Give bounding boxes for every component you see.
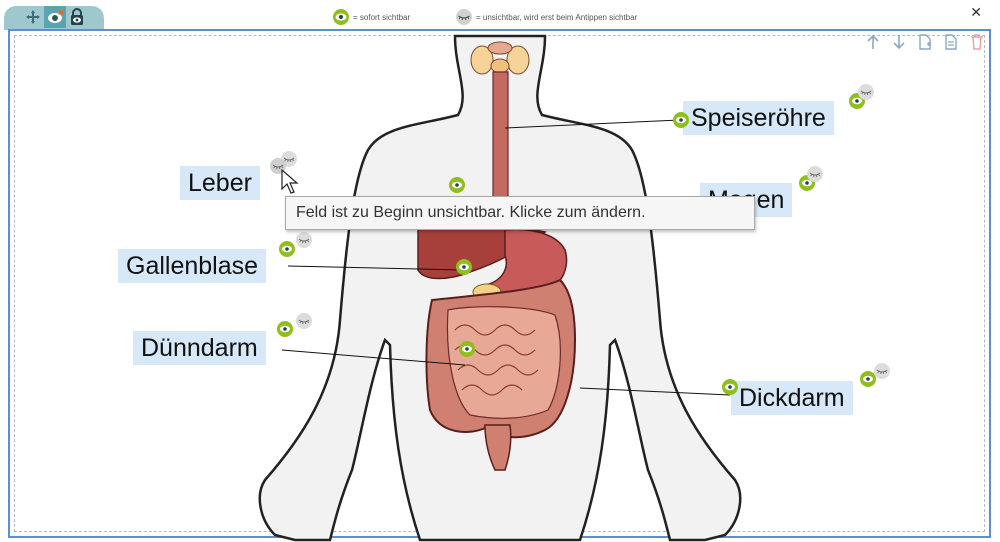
visible-toggle-icon[interactable] xyxy=(279,241,295,257)
tooltip: Feld ist zu Beginn unsichtbar. Klicke zu… xyxy=(285,196,755,230)
leader-lines xyxy=(281,119,731,396)
visible-toggle-icon[interactable] xyxy=(722,379,738,395)
delete-button[interactable] xyxy=(968,33,986,51)
trash-icon xyxy=(971,34,983,50)
hidden-toggle-icon[interactable] xyxy=(296,313,312,329)
label-gallenblase[interactable]: Gallenblase xyxy=(118,249,267,283)
top-bar: = sofort sichtbar = unsichtbar, wird ers… xyxy=(0,0,1000,30)
lock-button[interactable] xyxy=(66,6,88,28)
mode-tab-group xyxy=(4,6,104,30)
hidden-eye-icon xyxy=(456,9,472,25)
label-dickdarm[interactable]: Dickdarm xyxy=(731,381,853,415)
arrow-up-icon xyxy=(867,34,879,49)
move-up-button[interactable] xyxy=(864,33,882,51)
small-intestine-shape xyxy=(446,306,561,419)
duplicate-button[interactable] xyxy=(942,33,960,51)
label-leber[interactable]: Leber xyxy=(180,166,260,200)
edit-tools xyxy=(864,33,986,51)
legend-visible-text: = sofort sichtbar xyxy=(353,12,411,22)
visible-toggle-icon[interactable] xyxy=(449,177,465,193)
eye-icon xyxy=(48,10,64,23)
hidden-toggle-icon[interactable] xyxy=(807,166,823,182)
duplicate-icon xyxy=(945,34,957,50)
visible-toggle-icon[interactable] xyxy=(277,321,293,337)
visibility-toggle-button[interactable] xyxy=(44,6,66,28)
legend-invisible-text: = unsichtbar, wird erst beim Antippen si… xyxy=(476,12,638,22)
arrow-down-icon xyxy=(893,35,905,50)
visible-eye-icon xyxy=(333,9,349,25)
close-button[interactable]: ✕ xyxy=(970,4,982,20)
lock-eye-icon xyxy=(71,8,83,25)
legend-visible: = sofort sichtbar xyxy=(332,8,410,26)
visible-toggle-icon[interactable] xyxy=(673,112,689,128)
hidden-toggle-icon[interactable] xyxy=(858,84,874,100)
thyroid-shape xyxy=(470,41,530,75)
move-icon xyxy=(26,10,40,24)
add-page-icon xyxy=(919,34,931,50)
mouse-cursor-icon xyxy=(281,169,299,194)
rectum-shape xyxy=(484,424,512,471)
visible-toggle-icon[interactable] xyxy=(860,371,876,387)
small-intestine-folds xyxy=(454,324,539,396)
visible-toggle-icon[interactable] xyxy=(459,341,475,357)
move-down-button[interactable] xyxy=(890,33,908,51)
add-page-button[interactable] xyxy=(916,33,934,51)
hidden-toggle-icon[interactable] xyxy=(296,232,312,248)
move-button[interactable] xyxy=(22,6,44,28)
legend-invisible: = unsichtbar, wird erst beim Antippen si… xyxy=(455,8,637,26)
label-speiseroehre[interactable]: Speiseröhre xyxy=(683,101,834,135)
label-duenndarm[interactable]: Dünndarm xyxy=(133,331,266,365)
visible-toggle-icon[interactable] xyxy=(456,259,472,275)
hidden-toggle-icon[interactable] xyxy=(874,363,890,379)
